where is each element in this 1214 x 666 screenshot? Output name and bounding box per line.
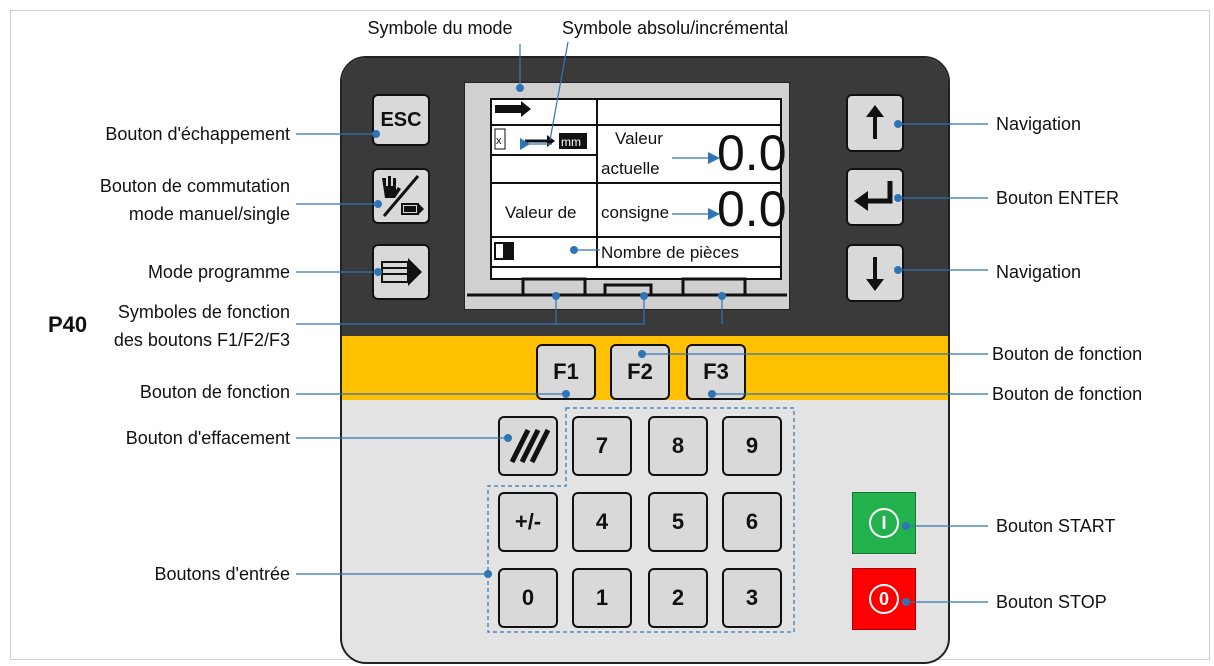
key-2[interactable]: 2 (648, 568, 708, 628)
clear-button[interactable] (498, 416, 558, 476)
label-start: Bouton START (996, 516, 1116, 536)
label-inputs: Boutons d'entrée (154, 564, 290, 584)
screen-actual-value: 0.0 (717, 125, 787, 181)
navigate-down-button[interactable] (846, 244, 904, 302)
arrow-up-icon (866, 105, 884, 139)
stop-icon: 0 (869, 584, 899, 614)
hand-single-icon (382, 175, 424, 217)
input-keys-outline (487, 407, 795, 633)
clear-slashes-icon (509, 428, 550, 464)
lcd-content: x mm (467, 98, 787, 297)
svg-text:x: x (496, 135, 502, 147)
label-stop: Bouton STOP (996, 592, 1107, 612)
key-6[interactable]: 6 (722, 492, 782, 552)
key-1[interactable]: 1 (572, 568, 632, 628)
label-fsym-l2: des boutons F1/F2/F3 (113, 330, 290, 350)
arrow-down-icon (866, 257, 884, 291)
screen-setpoint-value: 0.0 (717, 181, 787, 237)
screen-valeur-actuelle-l2: actuelle (601, 159, 660, 178)
model-label: P40 (48, 312, 88, 337)
label-escape: Bouton d'échappement (105, 124, 290, 144)
svg-text:mm: mm (561, 135, 581, 149)
label-abs-inc-symbol: Symbole absolu/incrémental (562, 18, 789, 38)
program-arrow-icon (381, 258, 422, 286)
key-4[interactable]: 4 (572, 492, 632, 552)
key-5[interactable]: 5 (648, 492, 708, 552)
label-clear: Bouton d'effacement (125, 428, 290, 448)
manual-single-switch-button[interactable] (372, 168, 430, 224)
key-7[interactable]: 7 (572, 416, 632, 476)
esc-button[interactable]: ESC (372, 94, 430, 146)
label-mode-symbol: Symbole du mode (367, 18, 513, 38)
label-fsym-l1: Symboles de fonction (117, 302, 290, 322)
key-0[interactable]: 0 (498, 568, 558, 628)
mode-symbol-icon (495, 105, 521, 113)
key-9[interactable]: 9 (722, 416, 782, 476)
label-enter: Bouton ENTER (996, 188, 1120, 208)
start-icon: I (869, 508, 899, 538)
enter-button[interactable] (846, 168, 904, 226)
label-function-f3: Bouton de fonction (992, 384, 1143, 404)
f3-button[interactable]: F3 (686, 344, 746, 400)
label-nav-up: Navigation (996, 114, 1082, 134)
key-3[interactable]: 3 (722, 568, 782, 628)
screen-consigne-part2: consigne (601, 203, 670, 222)
lcd-screen: x mm Valeur actuelle 0.0 Valeur de consi… (464, 82, 790, 310)
screen-consigne-part1: Valeur de (505, 203, 577, 222)
label-switch-l1: Bouton de commutation (99, 176, 290, 196)
key-8[interactable]: 8 (648, 416, 708, 476)
enter-icon (854, 181, 893, 211)
label-nav-down: Navigation (996, 262, 1082, 282)
screen-pieces: Nombre de pièces (601, 243, 739, 262)
label-program: Mode programme (147, 262, 290, 282)
screen-valeur-actuelle-l1: Valeur (615, 129, 663, 148)
label-switch-l2: mode manuel/single (128, 204, 290, 224)
label-function-f2: Bouton de fonction (992, 344, 1143, 364)
label-function-f1: Bouton de fonction (139, 382, 290, 402)
key-plus-minus[interactable]: +/- (498, 492, 558, 552)
